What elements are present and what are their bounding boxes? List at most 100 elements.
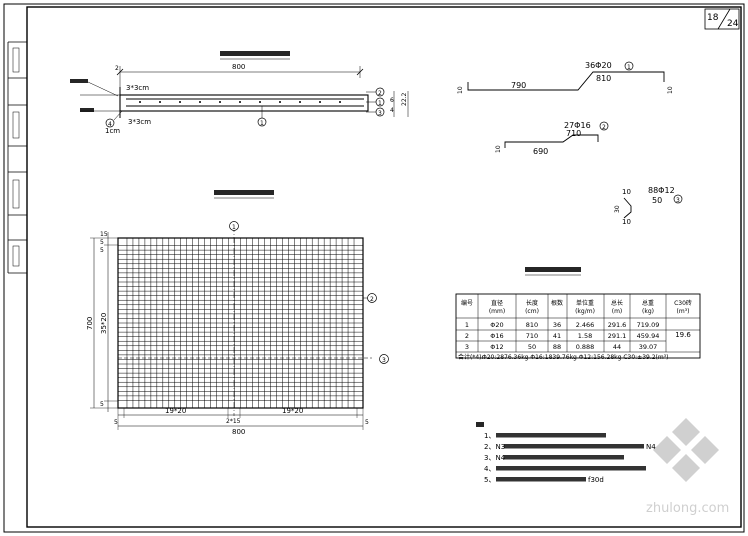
- watermark: zhulong.com: [646, 418, 729, 516]
- table-concrete-volume: 19.6: [675, 331, 691, 339]
- bar2-hook-left: 10: [495, 145, 502, 153]
- plan-dim-top-a: 15: [100, 231, 108, 238]
- chamfer-top-note: 3*3cm: [126, 84, 149, 92]
- bar1-body: 790: [511, 81, 526, 90]
- bar3-leg-top: 10: [622, 188, 631, 196]
- plan-dim-bottom-total: 800: [232, 428, 245, 436]
- table-header-cell: 单位重: [576, 299, 594, 307]
- table-cell: 291.6: [608, 321, 627, 329]
- table-cell: 41: [553, 332, 561, 340]
- plan-dim-left-bottom: 5: [100, 401, 104, 408]
- note-text: [496, 466, 646, 471]
- table-cell: 50: [528, 343, 536, 351]
- plan-dim-left-total: 700: [86, 317, 94, 330]
- table-cell: 459.94: [637, 332, 660, 340]
- note-item: 2、N3: [484, 443, 505, 451]
- chamfer-bottom-note: 3*3cm: [128, 118, 151, 126]
- notes-heading-text: [476, 422, 484, 427]
- bar2-mark: 2: [602, 124, 606, 131]
- bar2-total: 710: [566, 129, 581, 138]
- table-cell: 2.466: [576, 321, 595, 329]
- table-cell: 36: [553, 321, 561, 329]
- table-header-cell: 总长: [611, 299, 623, 307]
- notes-block: 1、 2、N3 N4 3、N4 4、 5、 f30d: [476, 422, 656, 484]
- note-item: 5、: [484, 476, 495, 484]
- notes-body: 1、 2、N3 N4 3、N4 4、 5、 f30d: [484, 432, 656, 484]
- material-table: 编号直径(mm)长度(cm)根数单位重(kg/m)总长(m)总重(kg)C30砖…: [455, 267, 701, 361]
- section-mark-3: 3: [378, 110, 382, 117]
- note-item: 4、: [484, 465, 495, 473]
- section-rebar-dots: [139, 101, 341, 103]
- plan-dim-bottom-edge-right: 5: [365, 419, 369, 426]
- table-cell: 710: [526, 332, 538, 340]
- table-header-cell: (m): [612, 308, 623, 315]
- plan-dim-bottom-span-right: 19*20: [282, 407, 303, 415]
- left-title-strip: [7, 41, 27, 274]
- table-summary-label: 合计(*4):: [458, 353, 484, 361]
- plan-view: 1 2 3 5 700 35*20 5 15 5 5 19*20 2*15 19…: [86, 190, 389, 436]
- bar1-total: 810: [596, 74, 611, 83]
- table-header-cell: 根数: [551, 299, 563, 307]
- table-header-cell: 总重: [642, 299, 654, 307]
- note-text: [504, 444, 644, 449]
- sheet-number: 18: [707, 13, 719, 23]
- plan-dim-bottom-center: 2*15: [226, 418, 241, 425]
- table-header-cell: 长度: [526, 299, 538, 307]
- table-title-text: [525, 267, 581, 272]
- section-top-dim: 2: [115, 65, 119, 72]
- table-cell: Φ20: [490, 321, 503, 329]
- table-summary: Φ20:2876.36kg Φ16:1839.76kg Φ12:156.28kg…: [482, 354, 669, 361]
- table-cell: 1.58: [578, 332, 592, 340]
- watermark-text: zhulong.com: [646, 501, 729, 516]
- bar3-leg-bottom: 10: [622, 218, 631, 226]
- section-mark-1b: 1: [260, 120, 264, 127]
- table-cell: 810: [526, 321, 538, 329]
- section-total-height: 22.2: [401, 92, 408, 106]
- note-tail: N4: [646, 443, 656, 451]
- section-label-text: [70, 79, 88, 83]
- table-cell: 39.07: [639, 343, 658, 351]
- section-mark-1: 1: [378, 100, 382, 107]
- note-tail: f30d: [588, 476, 604, 484]
- section-view: 800 2 3*3cm 3*3cm 1cm 6 4 22.2: [70, 51, 409, 135]
- bar-shape-2: 27Φ16 2 710 690 10: [495, 121, 609, 156]
- note-text: [496, 433, 606, 438]
- section-dim-right-b: 4: [390, 107, 394, 114]
- note-item: 1、: [484, 432, 495, 440]
- sheet-number-box: 18 24: [704, 8, 740, 30]
- plan-dim-left-top: 5: [100, 239, 104, 246]
- plan-mark-1: 1: [232, 224, 236, 231]
- table-header-cell: C30砖: [674, 299, 692, 307]
- slab-outline: [119, 94, 369, 112]
- plan-title-text: [214, 190, 274, 195]
- table-header-cell: (cm): [525, 308, 539, 315]
- table-cell: 88: [553, 343, 561, 351]
- rebar-mesh-grid: [118, 238, 363, 408]
- table-cell: 3: [465, 343, 469, 351]
- watermark-logo: [653, 418, 719, 482]
- section-mark-2: 2: [378, 90, 382, 97]
- table-cell: 0.888: [576, 343, 595, 351]
- table-cell: 291.1: [608, 332, 627, 340]
- gap-note: 1cm: [105, 127, 120, 135]
- plan-mark-2: 2: [370, 296, 374, 303]
- bar1-label: 36Φ20: [585, 61, 612, 70]
- plan-dim-left-spacing: 35*20: [100, 313, 108, 334]
- table-cell: 719.09: [637, 321, 660, 329]
- plan-dim-top-b: 5: [100, 247, 104, 254]
- bar-shape-3: 88Φ12 3 50 10 30 10: [614, 186, 683, 226]
- bar2-body: 690: [533, 147, 548, 156]
- note-item: 3、N4: [484, 454, 506, 462]
- bar1-mark: 1: [627, 64, 631, 71]
- table-header-cell: (kg): [642, 308, 654, 315]
- table-cell: 1: [465, 321, 469, 329]
- bar2-label: 27Φ16: [564, 121, 591, 130]
- bar3-leg-mid: 30: [614, 205, 621, 213]
- plan-mark-3: 3: [382, 357, 386, 364]
- table-cell: Φ16: [490, 332, 503, 340]
- table-header-cell: (m³): [677, 308, 690, 315]
- section-title-text: [220, 51, 290, 56]
- plan-dim-bottom-span-left: 19*20: [165, 407, 186, 415]
- table-cell: 2: [465, 332, 469, 340]
